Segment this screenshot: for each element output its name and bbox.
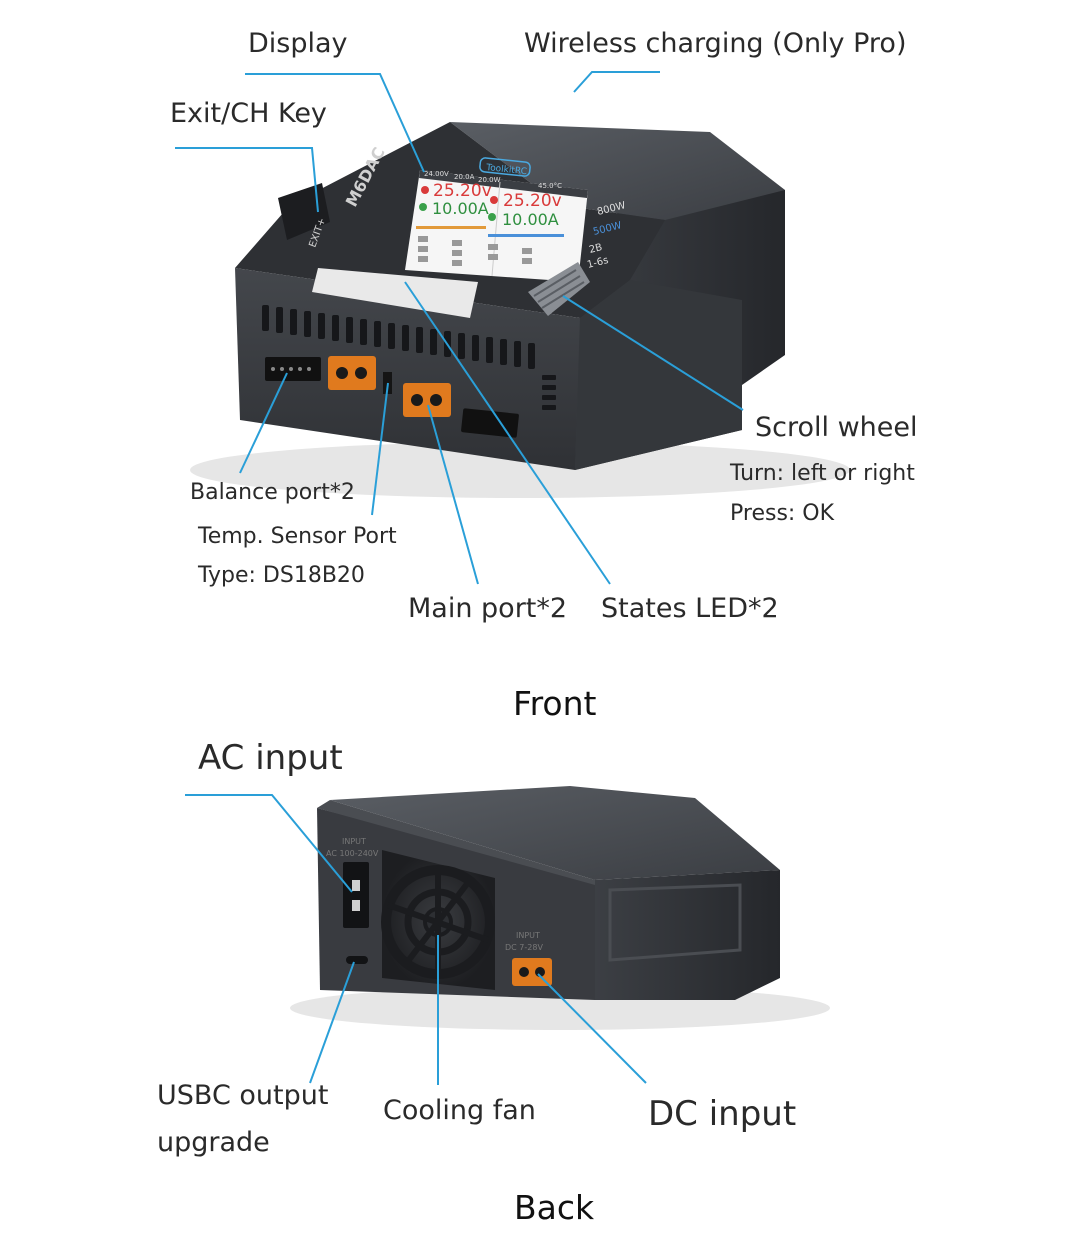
leader-ac-input — [185, 794, 353, 893]
leader-scroll-wheel — [562, 295, 744, 411]
screen-header-current: 20.0A — [454, 173, 475, 181]
ch2-voltage: 25.20v — [503, 191, 562, 211]
back-side — [595, 870, 780, 1000]
label-usbc-output: USBC output — [157, 1080, 329, 1111]
front-device: EXIT+ M6DAC 24.00V 20.0A 20.0W 45.0°C 25… — [190, 122, 850, 498]
main-port-right — [403, 383, 451, 417]
label-scroll-wheel: Scroll wheel — [755, 412, 918, 443]
label-ac-input: AC input — [198, 738, 343, 778]
dc-socket-text-2: DC 7-28V — [505, 943, 543, 952]
scroll-wheel — [528, 262, 590, 316]
main-port-left — [328, 356, 376, 390]
leader-display — [245, 73, 425, 173]
brand-label: ToolkitRC — [485, 163, 528, 177]
side-value-2b: 2B — [588, 242, 604, 256]
ac-socket-text: INPUT — [342, 837, 366, 846]
label-dc-input: DC input — [648, 1094, 797, 1134]
label-scroll-press: Press: OK — [730, 501, 835, 526]
label-temp-sensor-port: Temp. Sensor Port — [198, 524, 397, 549]
ac-input-socket: INPUT AC 100-240V — [326, 837, 379, 928]
label-display: Display — [248, 28, 348, 59]
leader-balance-port — [239, 372, 288, 474]
label-scroll-turn: Turn: left or right — [730, 461, 915, 486]
front-vents — [262, 305, 556, 410]
label-usbc-upgrade: upgrade — [157, 1127, 270, 1158]
device-shadow — [190, 442, 850, 498]
side-value-1-6s: 1-6s — [586, 255, 610, 271]
label-states-led: States LED*2 — [601, 593, 779, 624]
dc-socket-text: INPUT — [516, 931, 540, 940]
label-exit-ch-key: Exit/CH Key — [170, 98, 327, 129]
label-balance-port: Balance port*2 — [190, 480, 355, 505]
section-title-back: Back — [514, 1188, 595, 1227]
label-main-port: Main port*2 — [408, 593, 568, 624]
back-device: INPUT AC 100-240V INPUT DC 7-28V — [290, 786, 830, 1030]
label-temp-type: Type: DS18B20 — [198, 563, 365, 588]
back-top — [330, 786, 780, 880]
states-led-bar — [312, 268, 478, 318]
usbc-port — [346, 956, 368, 964]
back-leader-lines — [185, 794, 647, 1085]
balance-port-left — [265, 357, 321, 381]
leader-states-led — [404, 281, 611, 585]
label-wireless-charging: Wireless charging (Only Pro) — [524, 28, 907, 59]
ac-socket-text-2: AC 100-240V — [326, 849, 379, 858]
leader-main-port — [427, 404, 479, 585]
leader-temp-port — [371, 382, 389, 516]
label-cooling-fan: Cooling fan — [383, 1095, 536, 1126]
screen-header-power: 20.0W — [478, 176, 501, 184]
ch1-current: 10.00A — [432, 199, 489, 218]
wireless-top — [450, 122, 785, 220]
screen-header-voltage: 24.00V — [424, 170, 449, 178]
leader-usbc — [309, 961, 355, 1084]
ch1-voltage: 25.20v — [433, 181, 492, 201]
front-leader-lines — [175, 71, 744, 585]
display-screen: 24.00V 20.0A 20.0W 45.0°C 25.20v 10.00A … — [405, 157, 588, 282]
leader-dc-input — [537, 973, 647, 1084]
section-title-front: Front — [513, 684, 597, 723]
leader-wireless — [573, 71, 660, 93]
balance-port-right — [461, 408, 519, 438]
ch2-current: 10.00A — [502, 210, 559, 229]
front-right-panel — [575, 280, 742, 470]
screen-header-temp: 45.0°C — [538, 182, 562, 190]
leader-exit-key — [175, 147, 319, 213]
